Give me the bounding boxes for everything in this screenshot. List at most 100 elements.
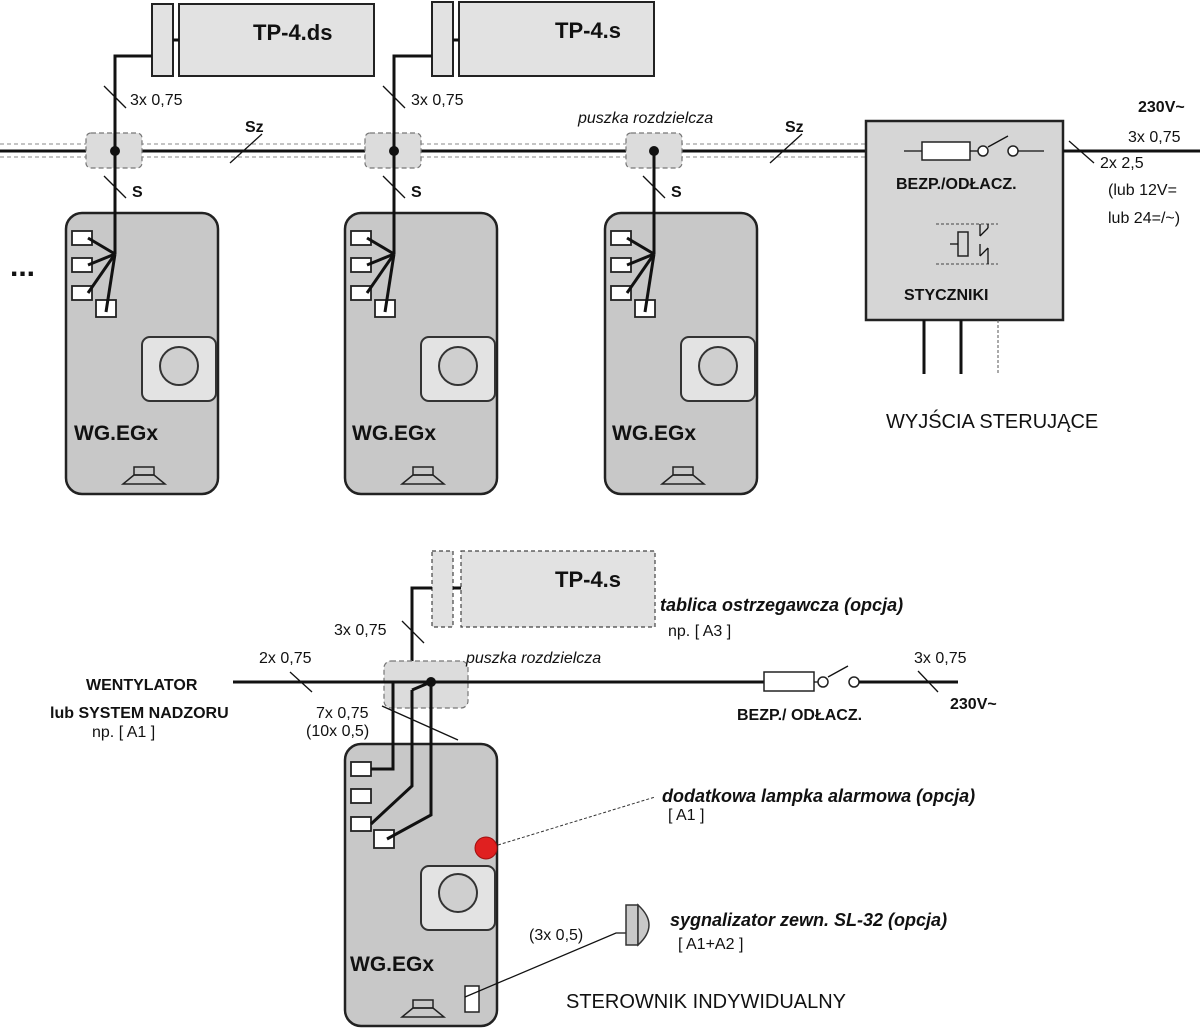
control-box: BEZP./ODŁACZ. STYCZNIKI xyxy=(864,119,1065,322)
top-system: Sz Sz puszka rozdzielcza TP-4.ds 3x 0,75… xyxy=(0,1,1200,496)
main-cable-tick xyxy=(381,705,459,741)
junction-box-label: puszka rozdzielcza xyxy=(577,110,713,127)
sign-1-cable-label: 3x 0,75 xyxy=(130,92,183,109)
individual-controller-caption: STEROWNIK INDYWIDUALNY xyxy=(566,991,846,1013)
detector-3-fan-d xyxy=(643,253,656,313)
detector-1-fan-a xyxy=(87,236,116,256)
supply-cable-b: 2x 2,5 xyxy=(1100,155,1144,172)
warning-sign-1: TP-4.ds xyxy=(151,3,375,77)
bottom-switch-contact-2 xyxy=(848,676,860,688)
opt-sign-desc: tablica ostrzegawcza (opcja) xyxy=(660,595,903,615)
gas-detector-1: WG.EGx xyxy=(64,211,220,496)
gas-detector-2: WG.EGx xyxy=(343,211,499,496)
sign-2-cable xyxy=(392,54,432,151)
detector-2-fan-d xyxy=(383,253,396,313)
bus-label-1: Sz xyxy=(245,119,264,136)
detector-3-sensor-head xyxy=(698,346,738,386)
bottom-junction-label: puszka rozdzielcza xyxy=(465,650,601,667)
detector-2-buzzer-icon xyxy=(399,466,447,485)
opt-sign-label: TP-4.s xyxy=(555,567,621,592)
siren-desc: sygnalizator zewn. SL-32 (opcja) xyxy=(670,910,947,930)
gas-detector-3: WG.EGx xyxy=(603,211,759,496)
detector-1-terminal-3 xyxy=(71,285,93,301)
bus-tick-1 xyxy=(229,133,263,164)
control-switch-contact-1 xyxy=(977,145,989,157)
bottom-wire-2 xyxy=(369,690,414,826)
detector-3-fan-b xyxy=(626,252,655,267)
detector-2-terminal-3 xyxy=(350,285,372,301)
bottom-fuse-icon xyxy=(763,671,815,692)
detector-1-fan-b xyxy=(87,252,116,267)
bus-label-2: Sz xyxy=(785,119,804,136)
supply-alt-1: (lub 12V= xyxy=(1108,182,1177,199)
detector-1-terminal-1 xyxy=(71,230,93,246)
control-switch-icon xyxy=(987,135,1009,148)
detector-3-branch-label: S xyxy=(671,184,682,201)
opt-sign-mount xyxy=(431,550,454,628)
main-cable-label-1: 7x 0,75 xyxy=(316,705,369,722)
opt-sign-cable-label: 3x 0,75 xyxy=(334,622,387,639)
detector-3-terminal-3 xyxy=(610,285,632,301)
contactor-label: STYCZNIKI xyxy=(904,287,988,304)
siren-cable xyxy=(464,932,626,998)
sign-2-cable-label: 3x 0,75 xyxy=(411,92,464,109)
bottom-detector-buzzer-icon xyxy=(399,999,447,1018)
fan-cable-tick xyxy=(289,671,313,693)
detector-3-fan-a xyxy=(626,236,655,256)
control-fuse-label: BEZP./ODŁACZ. xyxy=(896,176,1017,193)
bottom-supply-cable: 3x 0,75 xyxy=(914,650,967,667)
control-switch-contact-2 xyxy=(1007,145,1019,157)
bottom-wire-1 xyxy=(371,682,395,771)
alarm-lamp-desc: dodatkowa lampka alarmowa (opcja) xyxy=(662,786,975,806)
sign-1-cable xyxy=(113,54,152,151)
fan-label-1: WENTYLATOR xyxy=(86,677,198,694)
sign-1-mount xyxy=(151,3,174,77)
supply-voltage: 230V~ xyxy=(1138,99,1185,116)
opt-sign-panel xyxy=(460,550,656,628)
opt-sign-cable xyxy=(410,586,432,690)
detector-1-fan-d xyxy=(104,253,117,313)
detector-2-fan-a xyxy=(366,236,395,256)
supply-alt-2: lub 24=/~) xyxy=(1108,210,1180,227)
opt-sign-ref: np. [ A3 ] xyxy=(668,623,731,640)
detector-3-buzzer-icon xyxy=(659,466,707,485)
detector-2-terminal-1 xyxy=(350,230,372,246)
detector-1-label: WG.EGx xyxy=(74,422,158,445)
fan-label-2: lub SYSTEM NADZORU xyxy=(50,705,229,722)
sign-1-label: TP-4.ds xyxy=(253,20,332,45)
contactor-icon xyxy=(936,223,998,265)
sign-1-cable-tick xyxy=(103,85,127,109)
bottom-detector-terminal-2 xyxy=(350,788,372,804)
sign-2-mount xyxy=(431,1,454,77)
main-cable-label-2: (10x 0,5) xyxy=(306,723,369,740)
bottom-wire-3 xyxy=(386,682,433,841)
supply-cable-a: 3x 0,75 xyxy=(1128,129,1181,146)
outputs-label: WYJŚCIA STERUJĄCE xyxy=(886,409,1098,433)
alarm-lamp-leader xyxy=(497,796,656,846)
supply-tick xyxy=(1068,140,1095,164)
detector-1-branch-label: S xyxy=(132,184,143,201)
warning-sign-2: TP-4.s xyxy=(431,1,655,77)
bottom-switch-contact-1 xyxy=(817,676,829,688)
detector-3-label: WG.EGx xyxy=(612,422,696,445)
sign-2-cable-tick xyxy=(382,85,406,109)
bottom-supply-tick xyxy=(917,670,939,693)
detector-2-fan-b xyxy=(366,252,395,267)
bottom-wire-joint xyxy=(411,680,432,692)
continuation-dots: ... xyxy=(10,250,35,283)
bottom-detector-terminal-1 xyxy=(350,761,372,777)
bottom-gas-detector: WG.EGx xyxy=(343,742,499,1028)
detector-1-fan-c xyxy=(86,253,117,294)
detector-3-fan-c xyxy=(625,253,656,294)
detector-2-branch-label: S xyxy=(411,184,422,201)
detector-1-buzzer-icon xyxy=(120,466,168,485)
siren-terminal xyxy=(464,985,480,1013)
bus-tick-2 xyxy=(769,133,803,164)
detector-3-terminal-1 xyxy=(610,230,632,246)
fan-ref: np. [ A1 ] xyxy=(92,724,155,741)
detector-2-terminal-2 xyxy=(350,257,372,273)
detector-1-sensor-head xyxy=(159,346,199,386)
bottom-switch-icon xyxy=(827,665,849,678)
bottom-supply-voltage: 230V~ xyxy=(950,696,997,713)
